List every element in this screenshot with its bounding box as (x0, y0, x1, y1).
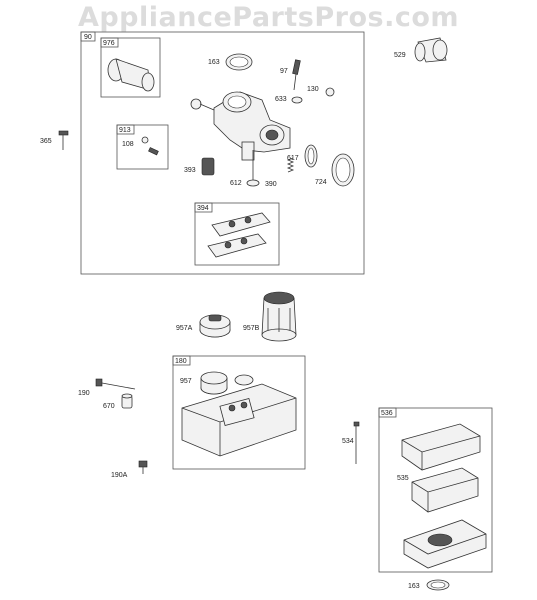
label-393: 393 (184, 167, 196, 174)
part-394-gasket-set-icon (207, 212, 271, 258)
part-536-base-icon (403, 519, 487, 569)
part-957b-cap-icon (261, 291, 297, 342)
label-190: 190 (78, 390, 90, 397)
label-612: 612 (230, 180, 242, 187)
group-913-label: 913 (119, 127, 131, 134)
gasket-724-hole (335, 157, 351, 183)
label-633: 633 (275, 96, 287, 103)
part-190a-screw-icon (138, 460, 148, 474)
label-534: 534 (342, 438, 354, 445)
group-394-tag (194, 202, 213, 213)
label-535: 535 (397, 475, 409, 482)
label-957: 957 (180, 378, 192, 385)
group-90-tag (80, 31, 96, 42)
group-536-label: 536 (381, 410, 393, 417)
carburetor-body-icon (190, 91, 291, 161)
label-365: 365 (40, 138, 52, 145)
gasket-163-bottom-hole (430, 581, 446, 589)
group-976-label: 976 (103, 40, 115, 47)
group-180-label: 180 (175, 358, 187, 365)
part-535-filter-icon (411, 467, 479, 513)
part-108-screw-icon (141, 136, 159, 156)
part-190-bolt-icon (95, 378, 136, 390)
part-130-nut-icon (325, 87, 335, 97)
label-130: 130 (307, 86, 319, 93)
part-365-screw-icon (58, 130, 69, 150)
group-976-tag (100, 37, 119, 48)
label-108: 108 (122, 141, 134, 148)
part-97-pin-icon (292, 59, 301, 91)
group-536-box (378, 407, 493, 573)
part-534-bolt-icon (353, 421, 360, 464)
part-670-spacer-icon (121, 393, 133, 409)
label-163-top: 163 (208, 59, 220, 66)
label-97: 97 (280, 68, 288, 75)
part-612-bolt-icon (246, 150, 260, 187)
part-957-cap-icon (200, 371, 228, 395)
group-536-tag (378, 407, 397, 418)
label-529: 529 (394, 52, 406, 59)
label-163-bottom: 163 (408, 583, 420, 590)
label-670: 670 (103, 403, 115, 410)
part-180-tank-icon (181, 374, 297, 457)
label-957a: 957A (176, 325, 193, 332)
label-724: 724 (315, 179, 327, 186)
gasket-617-hole (307, 147, 315, 165)
label-957b: 957B (243, 325, 260, 332)
group-394-box (194, 202, 280, 266)
part-536-cover-icon (401, 423, 481, 471)
label-617: 617 (287, 155, 299, 162)
group-180-tag (172, 355, 191, 366)
part-529-elbow-icon (414, 37, 448, 63)
watermark: AppliancePartsPros.com (77, 2, 460, 33)
part-976-elbow-icon (107, 58, 155, 92)
label-190a: 190A (111, 472, 128, 479)
group-90-label: 90 (84, 34, 92, 41)
group-90-box (80, 31, 365, 275)
group-913-tag (116, 124, 135, 135)
group-394-label: 394 (197, 205, 209, 212)
gasket-hole (229, 56, 249, 68)
part-957a-cap-icon (199, 314, 231, 338)
group-976-box (100, 37, 161, 98)
part-633-washer-icon (291, 96, 303, 104)
label-390: 390 (265, 181, 277, 188)
group-913-box (116, 124, 169, 170)
part-393-block-icon (201, 157, 215, 176)
group-180-box (172, 355, 306, 470)
part-390-spring-icon (286, 157, 295, 173)
